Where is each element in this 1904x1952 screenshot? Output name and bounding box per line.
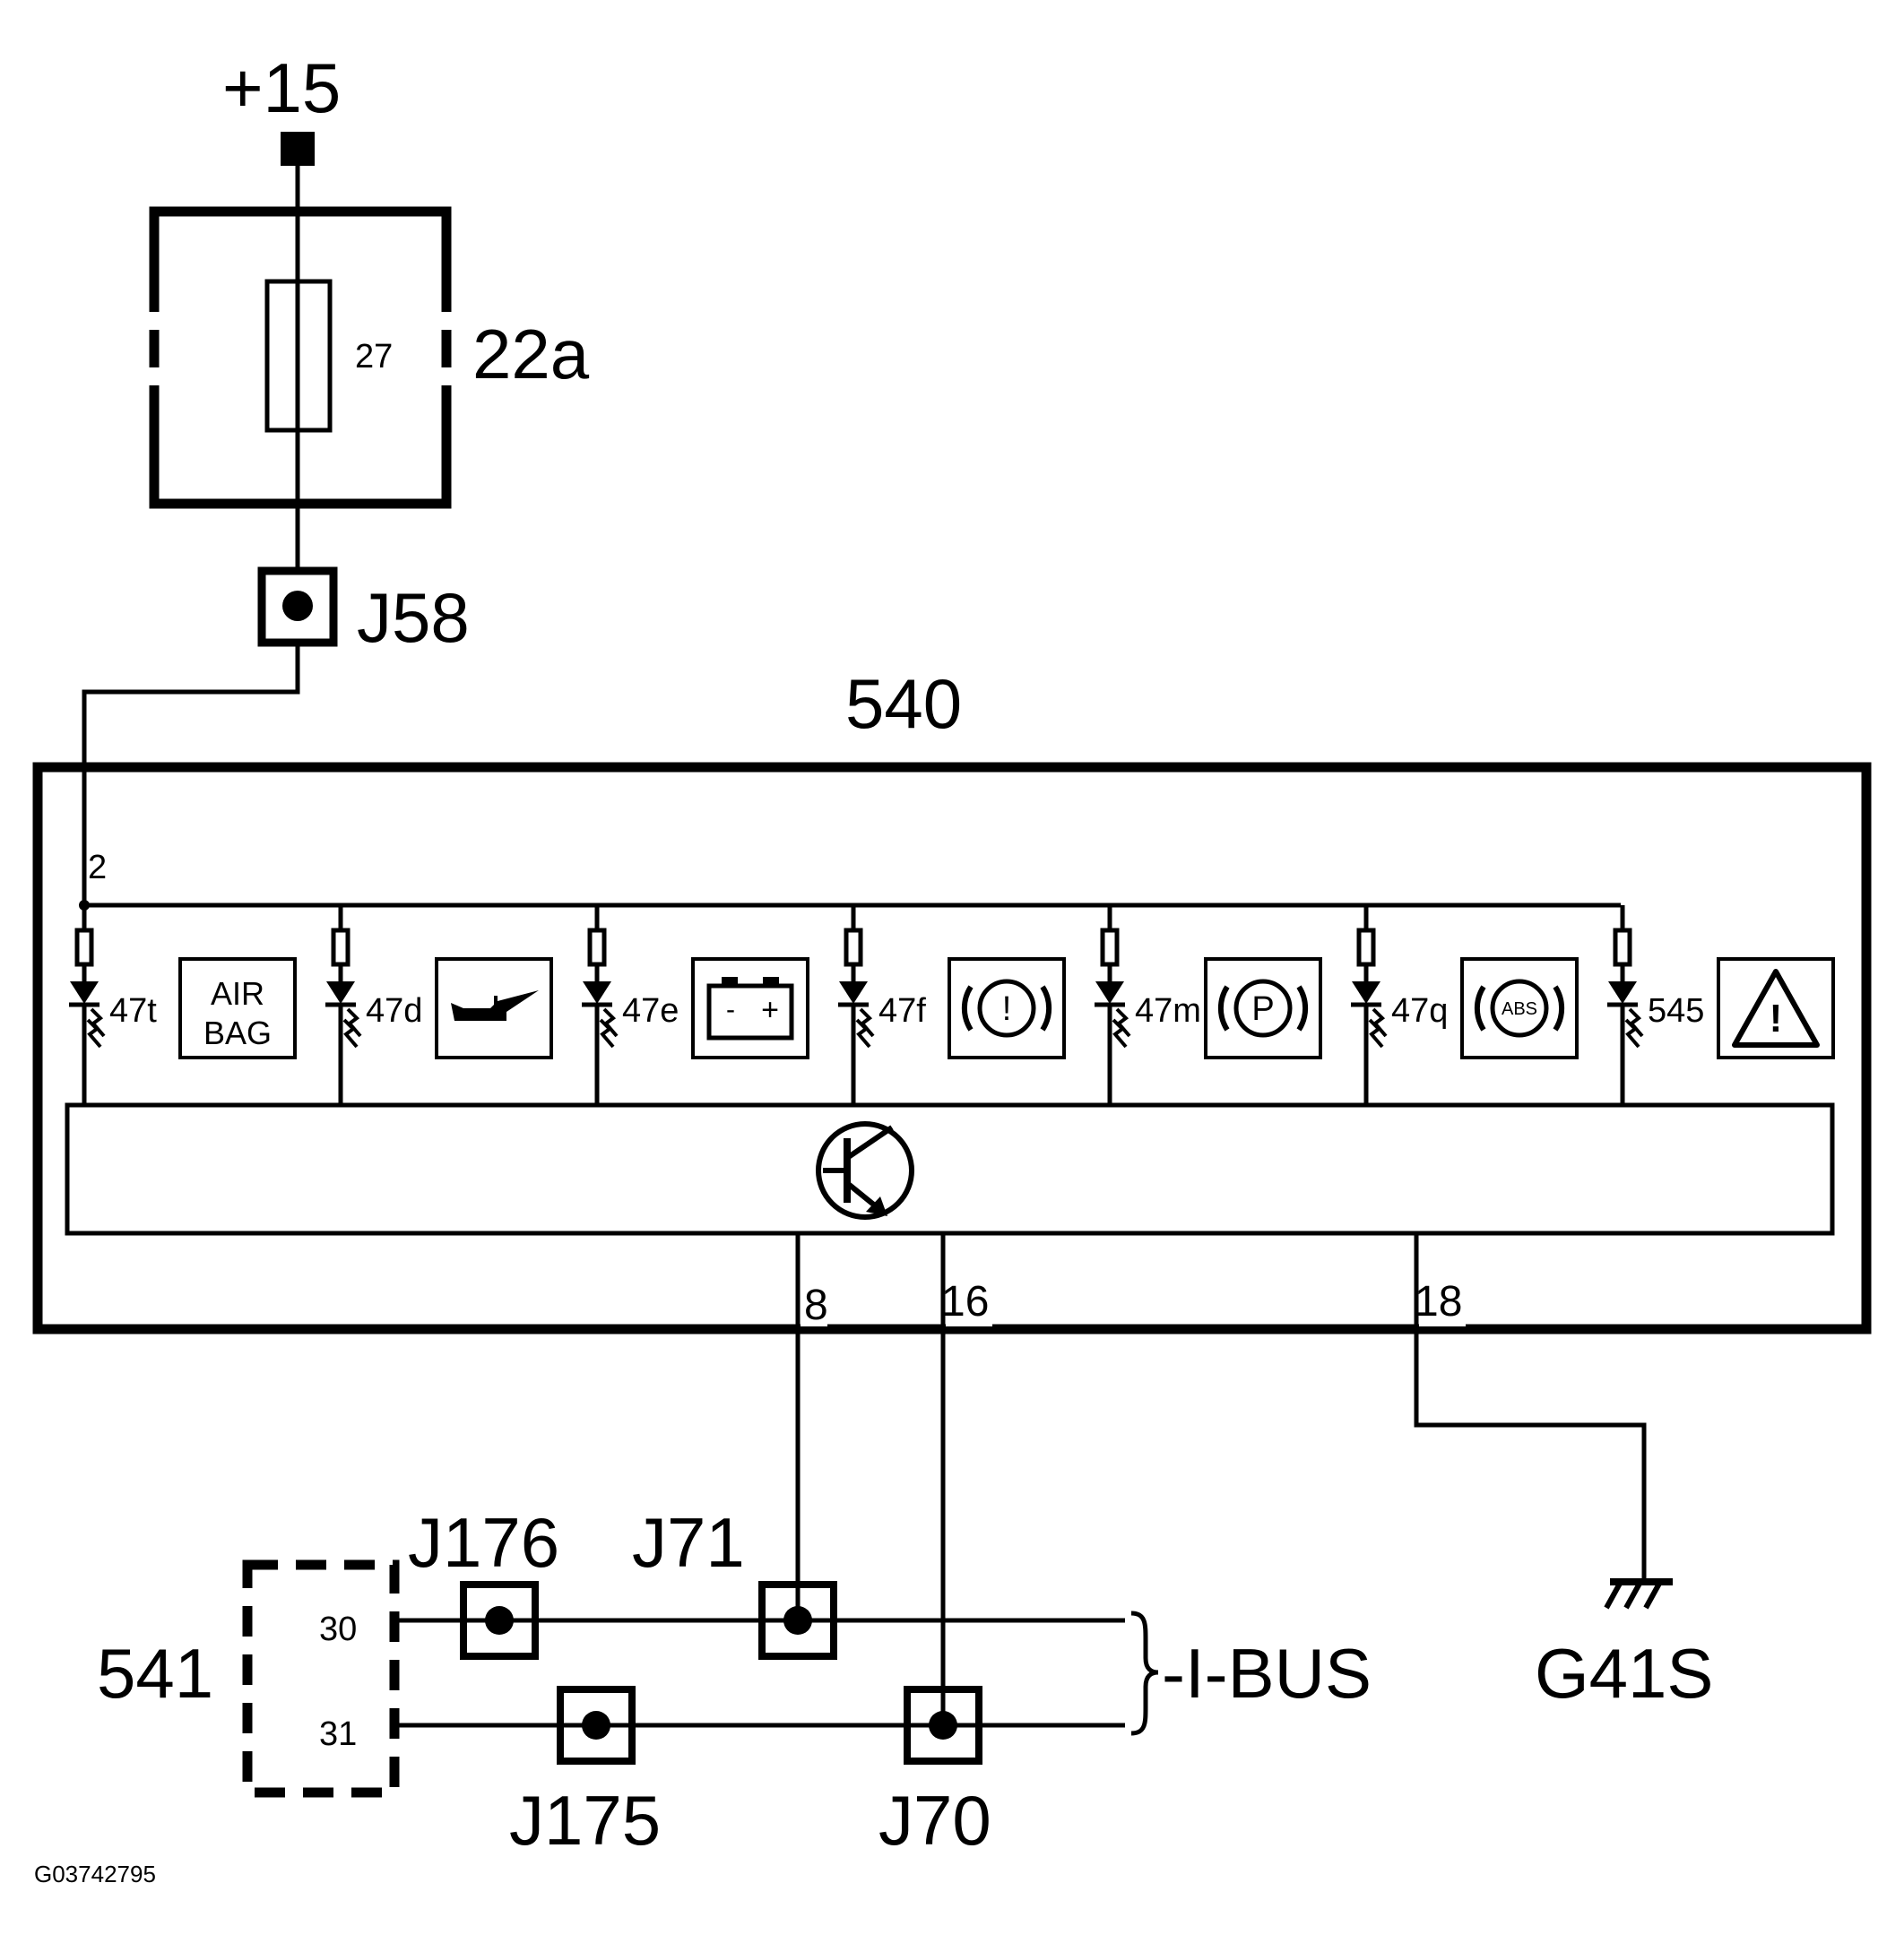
bus-brace	[1130, 1611, 1159, 1736]
bus-label: -I-BUS	[1162, 1634, 1372, 1713]
lamp-id-545: 545	[1648, 992, 1704, 1030]
led-icon	[583, 981, 611, 1004]
lamp-id-47q: 47q	[1391, 992, 1448, 1030]
splice-j175-dot	[582, 1711, 610, 1740]
fuse-number: 27	[355, 338, 393, 376]
hazard-triangle-icon: !	[1732, 969, 1820, 1048]
pin8-label-bg	[801, 1283, 827, 1326]
cluster-label: 540	[845, 664, 962, 743]
cluster-outline	[32, 762, 1872, 1334]
splice-j71-dot	[783, 1606, 812, 1635]
indicator-frame	[1460, 957, 1579, 1059]
pin18-label-bg	[1419, 1283, 1466, 1326]
parking-brake-icon: P	[1217, 979, 1309, 1038]
lamp-id-47f: 47f	[878, 992, 926, 1030]
led-icon	[1095, 981, 1124, 1004]
ground-label: G41S	[1535, 1634, 1713, 1713]
oil-can-icon	[451, 990, 539, 1021]
lamp-resistor	[844, 928, 863, 967]
indicator-frame	[1204, 957, 1322, 1059]
lamp-id-47e: 47e	[622, 992, 679, 1030]
svg-text:ABS: ABS	[1502, 999, 1537, 1019]
pin-18-label: 18	[1415, 1278, 1462, 1326]
svg-text:!: !	[1770, 997, 1783, 1041]
lamp-channel-545: 545!	[1607, 905, 1835, 1105]
svg-text:BAG: BAG	[203, 1015, 272, 1051]
fuse	[264, 279, 333, 433]
led-icon	[326, 981, 355, 1004]
lamp-channel-47e: 47e -+	[582, 905, 809, 1105]
battery-icon: -+	[706, 977, 794, 1041]
lamp-resistor	[74, 928, 94, 967]
connector-j58-label: J58	[357, 578, 470, 657]
connector-j58-dot	[282, 591, 313, 621]
splice-j70-dot	[929, 1711, 957, 1740]
splice-j70-label: J70	[878, 1781, 991, 1860]
pin-16-label: 16	[941, 1278, 989, 1326]
pin-8-label: 8	[804, 1282, 828, 1329]
indicator-frame	[1717, 957, 1835, 1059]
led-icon	[70, 981, 99, 1004]
indicator-frame	[948, 957, 1066, 1059]
brake-warning-icon: !	[961, 979, 1052, 1038]
svg-text:-: -	[726, 995, 735, 1024]
lamp-id-47d: 47d	[366, 992, 422, 1030]
cluster-control-unit	[65, 1102, 1835, 1236]
lamp-channel-47m: 47m P	[1095, 905, 1322, 1105]
indicator-frame	[435, 957, 553, 1059]
lamp-channel-47d: 47d	[325, 905, 553, 1105]
splice-j71-label: J71	[632, 1503, 745, 1582]
splice-j176	[460, 1581, 539, 1660]
lamp-resistor	[331, 928, 351, 967]
splice-j176-label: J176	[408, 1503, 559, 1582]
lamp-channel-47f: 47f!	[838, 905, 1066, 1105]
svg-text:AIR: AIR	[211, 975, 264, 1012]
splice-j175	[557, 1686, 636, 1765]
led-icon	[1608, 981, 1637, 1004]
splice-j175-label: J175	[509, 1781, 661, 1860]
supply-terminal	[281, 132, 315, 166]
lamp-channel-47q: 47q ABS	[1351, 905, 1579, 1105]
indicator-frame	[178, 957, 297, 1059]
ground-symbol	[1604, 1578, 1673, 1610]
abs-icon: ABS	[1474, 979, 1565, 1038]
lamp-resistor	[1613, 928, 1632, 967]
transistor-icon	[816, 1121, 914, 1220]
led-icon	[1352, 981, 1380, 1004]
fuse-box-label: 22a	[472, 315, 590, 393]
svg-text:!: !	[1002, 990, 1012, 1028]
splice-j70	[904, 1686, 982, 1765]
lamp-resistor	[1356, 928, 1376, 967]
fuse-box	[149, 206, 452, 509]
lamp-resistor	[1100, 928, 1120, 967]
module-541-pin30: 30	[319, 1611, 357, 1648]
splice-j176-dot	[485, 1606, 514, 1635]
supply-label: +15	[222, 48, 341, 127]
svg-text:P: P	[1251, 990, 1274, 1028]
feed-wire	[82, 643, 300, 905]
cluster-feed-pin: 2	[88, 849, 107, 886]
lamp-resistor	[587, 928, 607, 967]
svg-text:+: +	[761, 993, 779, 1027]
led-icon	[839, 981, 868, 1004]
pin18-wire	[1414, 1233, 1647, 1582]
indicator-frame	[691, 957, 809, 1059]
lamp-id-47t: 47t	[109, 992, 157, 1030]
module-541-pin31: 31	[319, 1715, 357, 1753]
figure-id: G03742795	[34, 1861, 156, 1887]
module-541	[242, 1559, 400, 1798]
splice-j71	[758, 1581, 837, 1660]
module-541-label: 541	[97, 1634, 213, 1713]
pin16-label-bg	[946, 1283, 992, 1326]
lamp-id-47m: 47m	[1135, 992, 1201, 1030]
